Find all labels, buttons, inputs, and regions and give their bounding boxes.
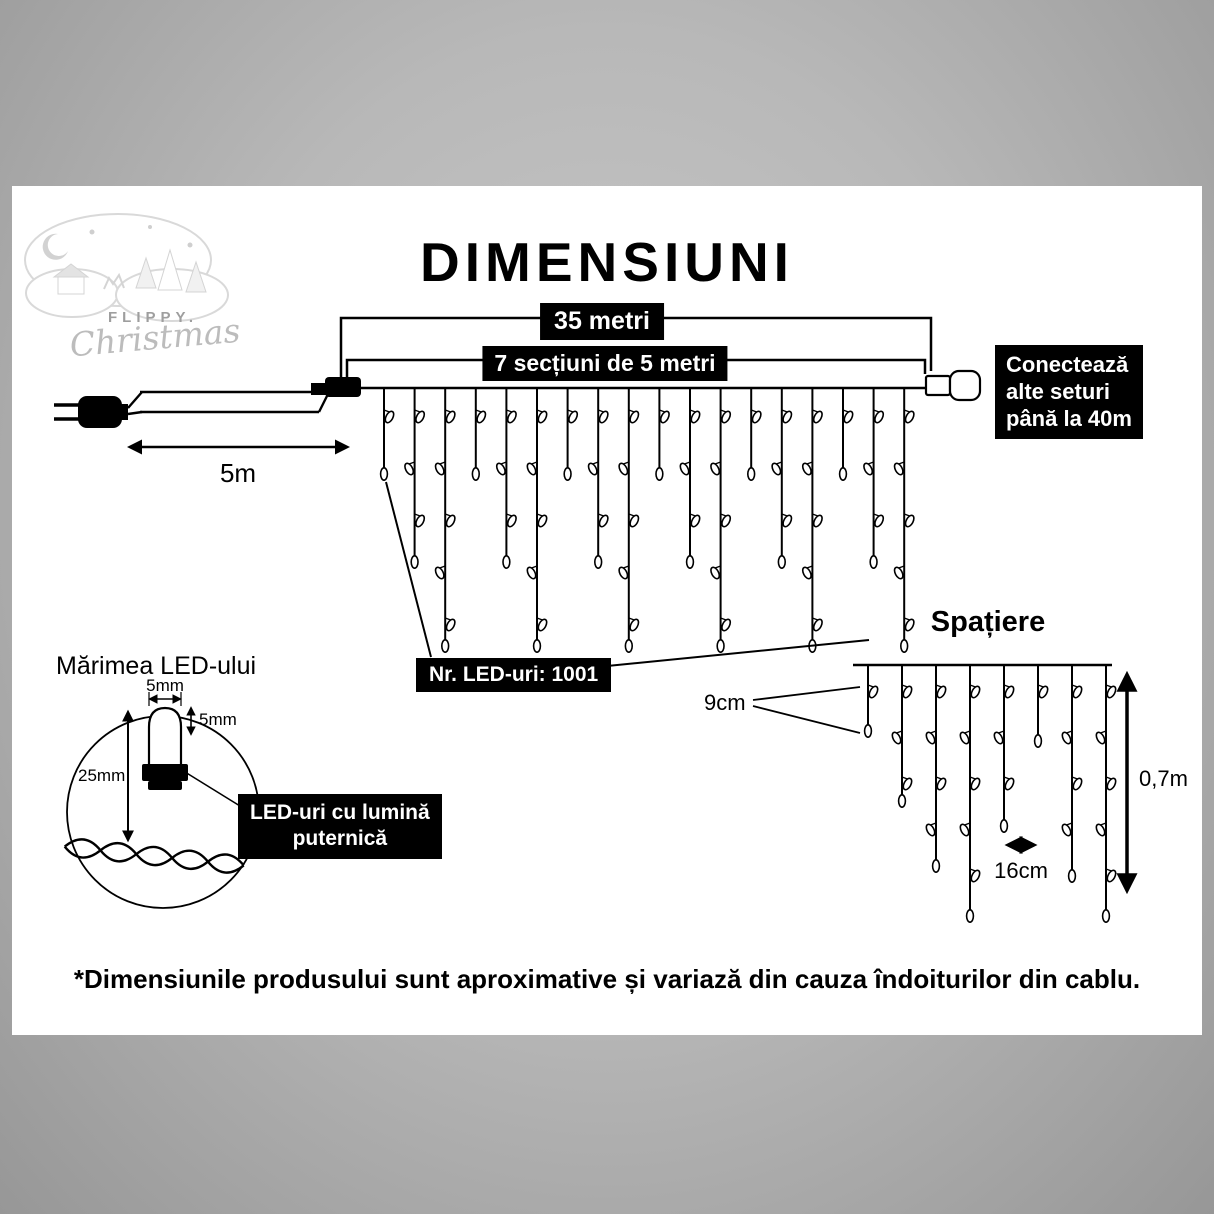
led-brightness-line-2: puternică <box>292 827 388 851</box>
led-body-length-value: 25mm <box>78 766 126 785</box>
logo-brand-text: FLIPPY. <box>107 309 199 326</box>
bulb-gap-value: 9cm <box>704 690 746 715</box>
drop-height-value: 0,7m <box>1139 766 1188 791</box>
sections-label: 7 secțiuni de 5 metri <box>482 346 728 381</box>
disclaimer-text: *Dimensiunile produsului sunt aproximati… <box>73 964 1141 994</box>
page-title: DIMENSIUNI <box>420 231 794 293</box>
led-size-section-title: Mărimea LED-ului <box>56 652 257 680</box>
led-count-label: Nr. LED-uri: 1001 <box>416 658 612 692</box>
connect-line-1: Conectează <box>1006 352 1129 377</box>
connect-line-2: alte seturi <box>1006 378 1110 404</box>
led-brightness-line-1: LED-uri cu lumină <box>250 801 430 824</box>
lead-length-value: 5m <box>219 458 257 488</box>
led-width-value: 5mm <box>146 676 184 695</box>
led-brightness-label: LED-uri cu lumină puternică <box>238 794 442 859</box>
connect-more-sets-label: Conectează alte seturi până la 40m <box>995 345 1143 440</box>
drop-gap-value: 16cm <box>994 858 1048 883</box>
connect-line-3: până la 40m <box>1006 405 1132 431</box>
spacing-section-title: Spațiere <box>930 606 1046 638</box>
total-length-label: 35 metri <box>540 303 664 340</box>
led-head-value: 5mm <box>199 710 237 729</box>
